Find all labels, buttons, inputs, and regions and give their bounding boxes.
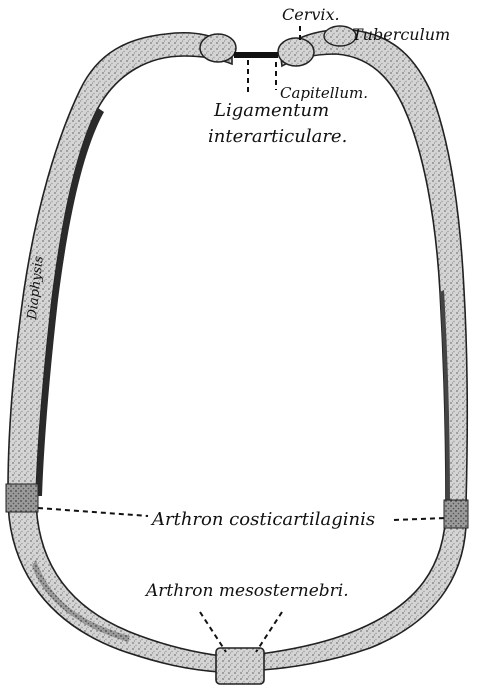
label-arthron-mesosternebri: Arthron mesosternebri. <box>144 581 349 601</box>
label-ligamentum: Ligamentum <box>213 100 329 121</box>
interarticular-ligament <box>234 52 278 58</box>
label-arthron-costicartilaginis: Arthron costicartilaginis <box>150 509 375 530</box>
leader-costicartilaginis-left <box>38 508 148 516</box>
sternebra <box>216 648 264 684</box>
left-costicartilage-joint <box>6 484 38 512</box>
right-rib-head <box>278 38 314 66</box>
left-rib-head <box>200 34 236 62</box>
label-interarticulare: interarticulare. <box>208 126 347 147</box>
leader-mesosternebri-right <box>256 612 282 652</box>
label-tuberculum: Tuberculum <box>352 25 450 44</box>
leader-mesosternebri-left <box>200 612 226 652</box>
label-cervix: Cervix. <box>282 5 340 24</box>
right-costicartilage-joint <box>444 500 468 528</box>
leader-costicartilaginis-right <box>394 518 446 520</box>
